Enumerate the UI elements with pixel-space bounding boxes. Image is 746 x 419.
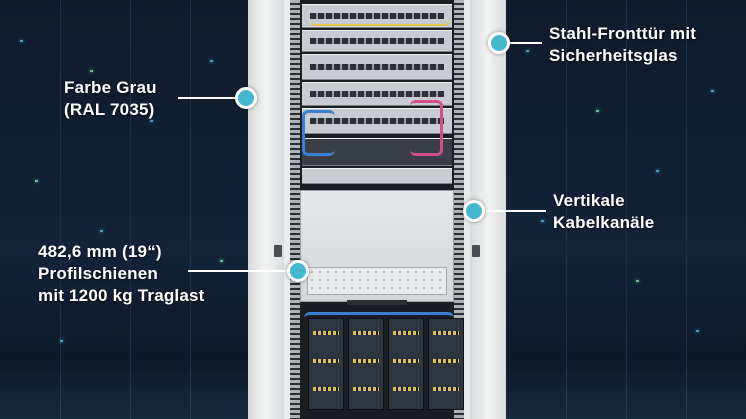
- cable-ducts-callout-line: [474, 210, 546, 212]
- callout-marker-icon: [287, 260, 309, 282]
- cable-ducts-label: Vertikale Kabelkanäle: [553, 191, 655, 232]
- rails-label: 482,6 mm (19“) Profilschienen mit 1200 k…: [38, 242, 205, 305]
- industrial-switch: [348, 318, 384, 410]
- background-server-aisle-left: [0, 0, 251, 419]
- color-callout-line: [178, 97, 246, 99]
- cable-management-panel: [302, 138, 452, 166]
- background-server-aisle-right: [496, 0, 746, 419]
- callout-marker-icon: [463, 200, 485, 222]
- rails-callout-line: [188, 270, 298, 272]
- server-rack: [248, 0, 506, 419]
- callout-marker-icon: [235, 87, 257, 109]
- callout-marker-icon: [488, 32, 510, 54]
- industrial-switch: [308, 318, 344, 410]
- network-switch: [302, 54, 452, 80]
- front-door-label: Stahl-Fronttür mit Sicherheitsglas: [549, 24, 697, 65]
- front-door-callout-line: [500, 42, 542, 44]
- industrial-switch: [428, 318, 464, 410]
- patch-panel: [302, 30, 452, 52]
- empty-rack-shelf: [300, 190, 454, 305]
- color-label: Farbe Grau (RAL 7035): [64, 78, 157, 119]
- industrial-switch: [388, 318, 424, 410]
- rack-shelf-top: [302, 168, 452, 184]
- rack-door-frame-left: [248, 0, 284, 419]
